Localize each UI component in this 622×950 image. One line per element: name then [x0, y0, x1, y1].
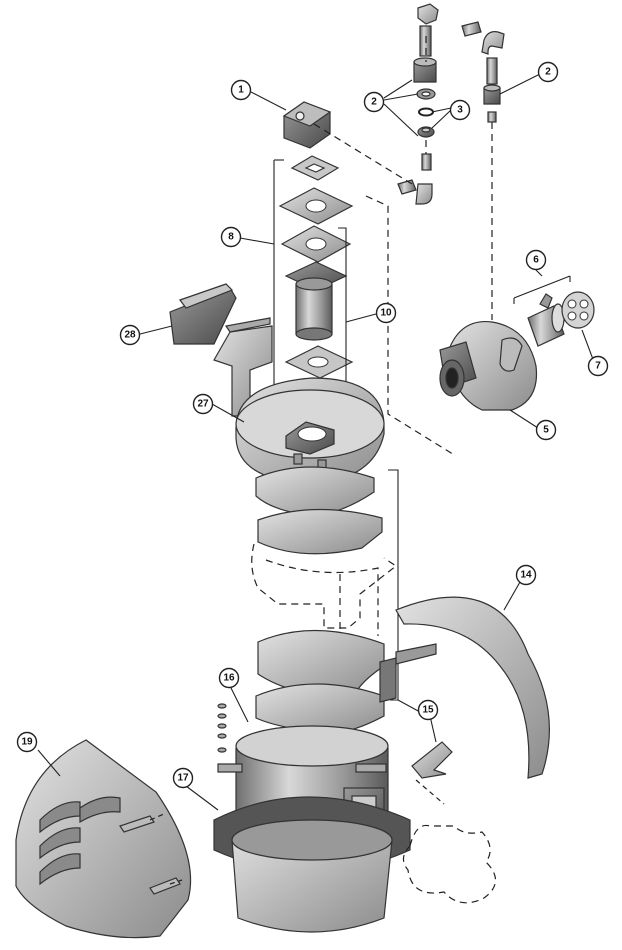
svg-text:10: 10 [380, 308, 392, 319]
callout-2-right: 2 [537, 61, 559, 83]
leader-2a [383, 79, 413, 99]
callout-14: 14 [515, 564, 537, 586]
combustion-chamber-top [235, 377, 385, 485]
baffle-plate-1 [255, 466, 375, 517]
leader-15b [429, 715, 437, 743]
air-intake-hood [169, 283, 237, 345]
callout-8: 8 [220, 226, 242, 248]
gasket-plate-2 [278, 187, 354, 225]
nipple-small-right [487, 111, 497, 123]
callout-27: 27 [192, 393, 214, 415]
svg-text:14: 14 [520, 570, 532, 581]
combustion-plate-lower-2 [255, 683, 385, 735]
callout-17: 17 [172, 767, 194, 789]
gasket-plate-lower [284, 345, 354, 379]
svg-text:1: 1 [238, 85, 244, 96]
leader-1 [250, 91, 287, 111]
nipple-horizontal [397, 179, 417, 195]
elbow-fitting-right [481, 31, 505, 55]
union-fitting-left [413, 57, 437, 83]
air-shutter-disc [561, 291, 595, 329]
heat-exchanger-outline-2 [265, 559, 379, 636]
flue-transition-duct [213, 317, 273, 417]
gasket-plate-1 [290, 155, 340, 181]
leader-3b [431, 109, 452, 129]
callout-1: 1 [230, 79, 252, 101]
svg-text:16: 16 [223, 673, 235, 684]
side-jacket-panel [379, 596, 550, 779]
svg-text:8: 8 [228, 232, 234, 243]
leader-2-right [499, 73, 541, 95]
nipple-small-left [421, 153, 432, 171]
support-bracket [411, 741, 453, 805]
svg-text:15: 15 [422, 705, 434, 716]
callout-28: 28 [119, 324, 141, 346]
gas-line-dashed-1 [313, 123, 413, 185]
screw-line-1 [149, 813, 165, 821]
lower-component-outline [402, 824, 497, 904]
svg-text:19: 19 [21, 737, 33, 748]
union-fitting-right [483, 84, 501, 105]
hardware-washers [217, 703, 227, 753]
gasket-plate-3 [280, 225, 352, 263]
svg-text:5: 5 [543, 425, 549, 436]
leader-27 [211, 403, 245, 423]
screw-line-2 [169, 879, 183, 885]
callout-3: 3 [449, 99, 471, 121]
callout-7: 7 [587, 355, 609, 377]
front-jacket-panel [15, 739, 192, 939]
callout-10: 10 [375, 302, 397, 324]
base-pan [213, 796, 411, 933]
heat-exchanger-outline [251, 543, 398, 629]
o-ring-left [418, 107, 434, 117]
svg-text:3: 3 [457, 105, 463, 116]
leader-28 [139, 325, 173, 335]
leader-6 [535, 269, 543, 277]
svg-text:17: 17 [177, 773, 189, 784]
leader-5 [509, 409, 539, 429]
callout-15: 15 [417, 699, 439, 721]
callout-2-left: 2 [363, 91, 385, 113]
callout-16: 16 [218, 667, 240, 689]
nipple-pipe-right [486, 57, 498, 85]
svg-text:6: 6 [533, 255, 539, 266]
union-nut-left [417, 126, 435, 138]
leader-15 [397, 699, 421, 713]
leader-7 [581, 329, 595, 363]
nipple-right-top [461, 21, 482, 37]
leader-10 [345, 313, 377, 323]
elbow-fitting-lower [415, 183, 433, 205]
gas-line-dashed-2 [365, 195, 457, 457]
leader-17 [185, 785, 219, 811]
svg-text:27: 27 [197, 399, 209, 410]
leader-2b [383, 93, 419, 101]
svg-text:2: 2 [371, 97, 377, 108]
gas-valve [282, 101, 332, 149]
svg-text:7: 7 [595, 361, 601, 372]
leader-3a [431, 107, 452, 113]
leader-2c [383, 103, 419, 137]
blower-motor [439, 320, 538, 411]
callout-19: 19 [16, 731, 38, 753]
callout-6: 6 [525, 249, 547, 271]
bracket-15-lines [388, 469, 399, 701]
elbow-fitting-top [417, 3, 439, 25]
blower-adapter [527, 293, 565, 347]
burner-tube [295, 277, 333, 341]
leader-8 [239, 237, 275, 245]
bracket-6-lines [513, 275, 571, 304]
leader-16 [229, 685, 249, 723]
leader-14 [503, 581, 521, 611]
union-ring-left [416, 88, 436, 100]
leader-19 [37, 749, 61, 777]
svg-text:2: 2 [545, 67, 551, 78]
svg-text:28: 28 [124, 330, 136, 341]
callout-5: 5 [535, 419, 557, 441]
baffle-plate-2 [257, 508, 383, 555]
